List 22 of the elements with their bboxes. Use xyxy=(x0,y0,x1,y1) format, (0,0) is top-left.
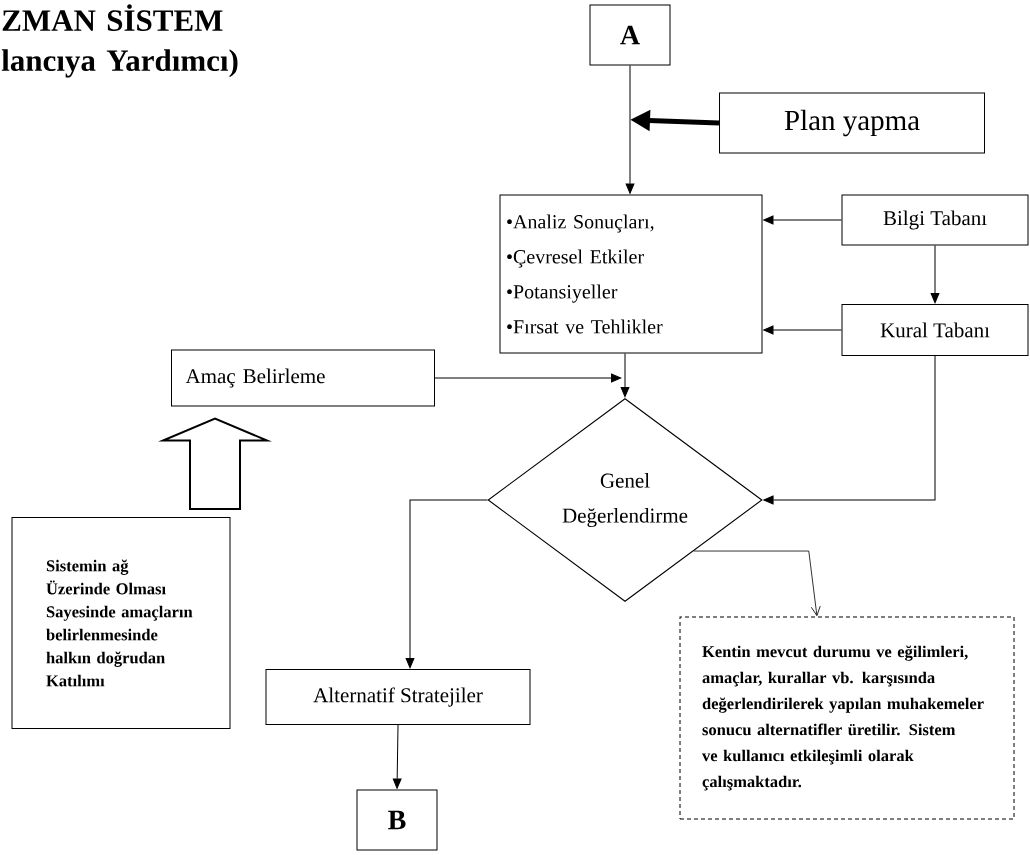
title: ZMAN SİSTEM lancıya Yardımcı) xyxy=(1,4,238,78)
arrow xyxy=(434,373,622,383)
process-box: Kural Tabanı xyxy=(841,304,1029,356)
note-box: Kentin mevcut durumu ve eğilimleri, amaçlar, kurallar vb. karşısında değerlendirilerek yapılan muhakemeler sonucu alternatifler üretilir. Sistem ve kullanıcı etkileşimli olarak çalışmaktadır. xyxy=(679,616,1015,820)
arrow xyxy=(625,65,635,194)
arrow xyxy=(693,550,821,616)
process-box: Sistemin ağ Üzerinde Olması Sayesinde amaçların belirlenmesinde halkın doğrudan Katılımı xyxy=(11,517,231,729)
arrow xyxy=(930,245,940,304)
arrow xyxy=(620,353,630,398)
process-box: A xyxy=(589,4,671,66)
arrow xyxy=(392,724,402,789)
block-arrow xyxy=(158,417,272,510)
arrow xyxy=(763,215,842,225)
arrow xyxy=(763,355,936,505)
process-box: Amaç Belirleme xyxy=(171,349,435,407)
process-box: Bilgi Tabanı xyxy=(841,194,1029,246)
process-box: Alternatif Stratejiler xyxy=(265,669,531,725)
arrow xyxy=(405,499,488,669)
list-box: •Analiz Sonuçları, •Çevresel Etkiler •Potansiyeller •Fırsat ve Tehlikler xyxy=(499,194,763,354)
arrow xyxy=(763,325,842,335)
process-box: Plan yapma xyxy=(719,92,985,154)
process-box: B xyxy=(356,789,438,851)
